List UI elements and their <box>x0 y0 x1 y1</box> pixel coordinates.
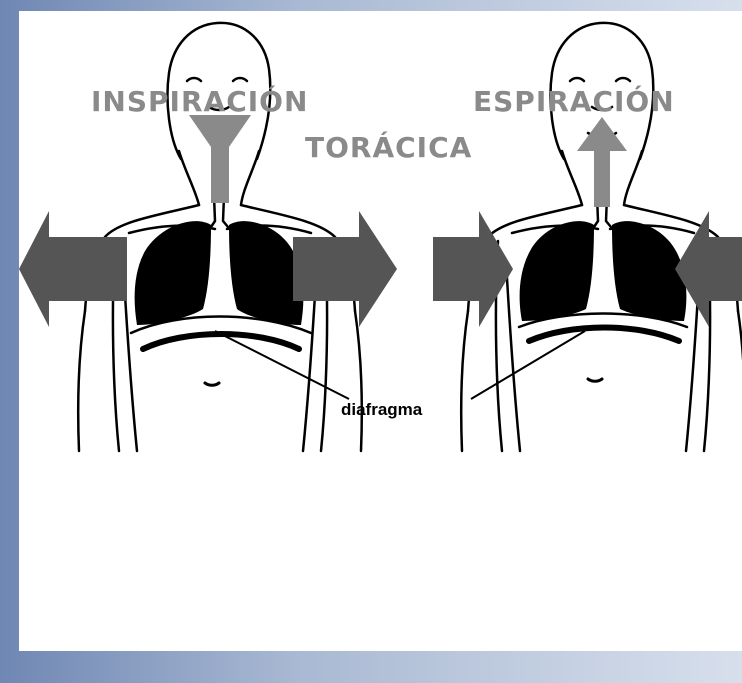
left-diaphragm-line <box>143 334 299 349</box>
expiration-airflow-arrow <box>577 117 627 207</box>
expiration-title: ESPIRACIÓN <box>473 84 675 118</box>
right-diaphragm-line <box>529 328 679 342</box>
diaphragm-label: diafragma <box>341 400 423 419</box>
inspiration-airflow-arrow <box>189 115 251 203</box>
right-lung-right <box>612 221 686 321</box>
inspiration-title: INSPIRACIÓN <box>91 84 308 118</box>
left-expand-arrow-right <box>293 211 397 327</box>
left-lung-right <box>229 221 303 325</box>
thoracic-title: TORÁCICA <box>305 130 472 164</box>
breathing-diagram: INSPIRACIÓN ESPIRACIÓN TORÁCICA diafragm… <box>19 11 742 651</box>
diagram-panel: INSPIRACIÓN ESPIRACIÓN TORÁCICA diafragm… <box>19 11 742 651</box>
left-expand-arrow-left <box>19 211 127 327</box>
right-lung-left <box>520 221 594 321</box>
left-lung-left <box>135 221 211 325</box>
